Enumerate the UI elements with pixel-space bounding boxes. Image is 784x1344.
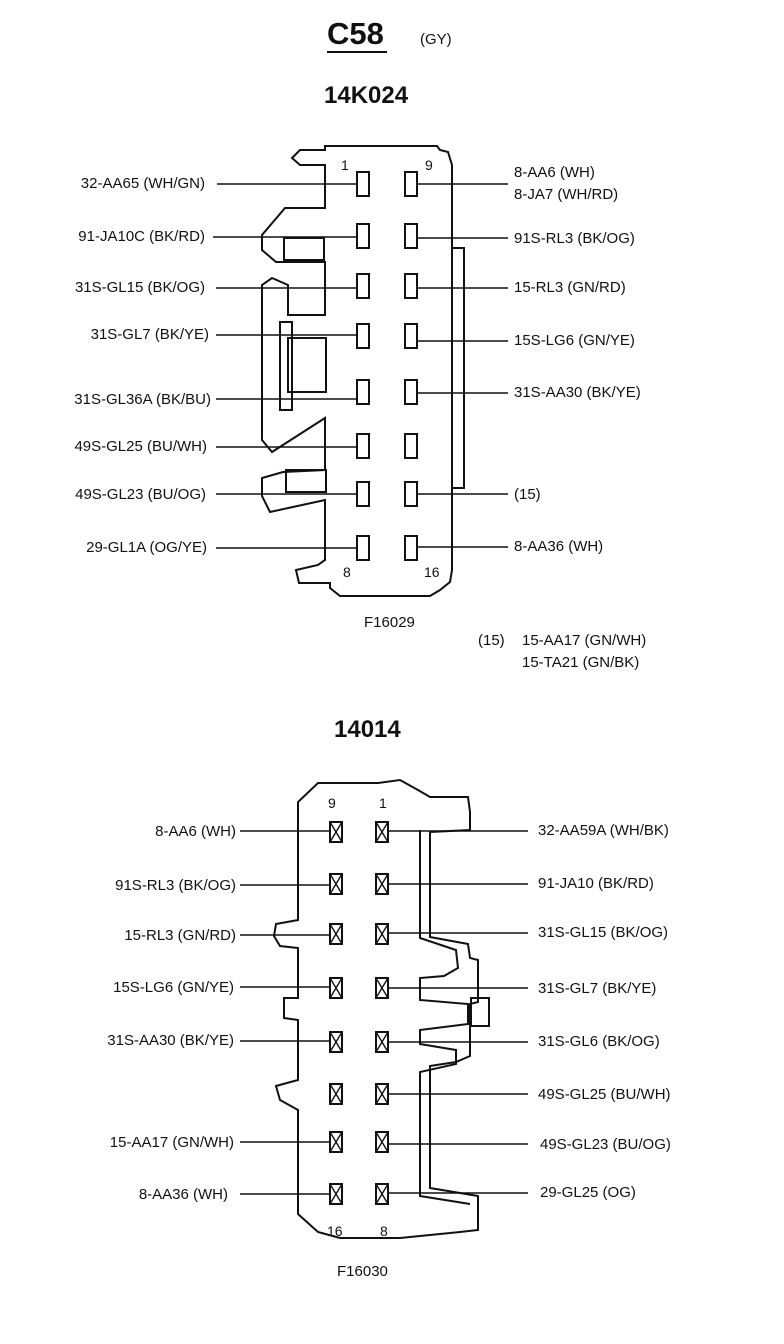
- bottom-left-label: 8-AA36 (WH): [138, 1186, 228, 1203]
- connector-id: C58: [327, 16, 384, 51]
- top-right-label: 8-AA6 (WH): [514, 164, 595, 181]
- top-connector-housing: [261, 145, 453, 597]
- top-left-label: 91-JA10C (BK/RD): [78, 228, 205, 245]
- top-pin-number-16: 16: [424, 564, 440, 580]
- bottom-right-label: 91-JA10 (BK/RD): [538, 875, 654, 892]
- top-right-label: 31S-AA30 (BK/YE): [514, 384, 641, 401]
- bottom-pin-number-9: 9: [328, 795, 336, 811]
- top-left-label: 31S-GL7 (BK/YE): [90, 326, 209, 343]
- bpin-r3: [329, 923, 389, 945]
- bpin-r7: [329, 1131, 389, 1153]
- top-latch-bar: [279, 321, 293, 411]
- top-pin-number-8: 8: [343, 564, 351, 580]
- bpin-r6: [329, 1083, 389, 1105]
- top-right-label: 91S-RL3 (BK/OG): [514, 230, 635, 247]
- bottom-left-label: 31S-AA30 (BK/YE): [107, 1032, 234, 1049]
- top-part-number: 14K024: [324, 82, 409, 109]
- top-left-leaders: [213, 183, 357, 549]
- top-pin-number-9: 9: [425, 157, 433, 173]
- bottom-pin-number-8: 8: [380, 1223, 388, 1239]
- bottom-right-label: 31S-GL6 (BK/OG): [538, 1033, 660, 1050]
- top-left-label: 29-GL1A (OG/YE): [86, 539, 207, 556]
- footnote-line: 15-TA21 (GN/BK): [522, 654, 640, 671]
- top-right-label: 8-AA36 (WH): [514, 538, 604, 555]
- bottom-left-label: 91S-RL3 (BK/OG): [115, 877, 236, 894]
- top-side-rail: [451, 247, 465, 489]
- top-right-label: 15-RL3 (GN/RD): [514, 279, 626, 296]
- bottom-pins: [329, 821, 389, 1205]
- bottom-inner-channel: [419, 830, 471, 1205]
- bpin-r5: [329, 1031, 389, 1053]
- top-right-leaders: [417, 183, 508, 548]
- top-left-label: 49S-GL25 (BU/WH): [74, 438, 207, 455]
- top-figure-id: F16029: [364, 614, 415, 631]
- bottom-left-label: 15S-LG6 (GN/YE): [113, 979, 234, 996]
- bpin-r8: [329, 1183, 389, 1205]
- bottom-left-label: 15-AA17 (GN/WH): [109, 1134, 234, 1151]
- bottom-figure-id: F16030: [337, 1263, 388, 1280]
- top-right-label: (15): [514, 486, 541, 503]
- bottom-pin-number-1: 1: [379, 795, 387, 811]
- bottom-connector-housing: [272, 778, 479, 1239]
- footnote-ref: (15): [478, 632, 505, 649]
- bottom-right-label: 49S-GL25 (BU/WH): [538, 1086, 671, 1103]
- top-inner-tab-2: [285, 469, 327, 493]
- top-left-label: 31S-GL36A (BK/BU): [74, 391, 211, 408]
- bottom-right-label: 49S-GL23 (BU/OG): [540, 1136, 671, 1153]
- bottom-right-label: 32-AA59A (WH/BK): [538, 822, 669, 839]
- top-right-label: 15S-LG6 (GN/YE): [514, 332, 635, 349]
- bottom-right-leaders: [388, 830, 528, 1194]
- top-inner-tab: [283, 237, 325, 261]
- top-left-label: 32-AA65 (WH/GN): [80, 175, 205, 192]
- top-pins: [356, 171, 418, 561]
- bottom-left-leaders: [240, 830, 330, 1195]
- top-left-label: 49S-GL23 (BU/OG): [75, 486, 206, 503]
- color-code: (GY): [420, 31, 452, 48]
- bottom-right-label: 31S-GL15 (BK/OG): [538, 924, 669, 941]
- bottom-part-number: 14014: [334, 716, 401, 743]
- footnote-line: 15-AA17 (GN/WH): [522, 632, 647, 649]
- bpin-r2: [329, 873, 389, 895]
- bottom-left-label: 8-AA6 (WH): [155, 823, 236, 840]
- bottom-left-label: 15-RL3 (GN/RD): [124, 927, 236, 944]
- bpin-r1: [329, 821, 389, 843]
- bottom-right-label: 29-GL25 (OG): [540, 1184, 636, 1201]
- bottom-pin-number-16: 16: [327, 1223, 343, 1239]
- bpin-r4: [329, 977, 389, 999]
- top-left-label: 31S-GL15 (BK/OG): [74, 279, 205, 296]
- bottom-side-latch: [470, 997, 490, 1027]
- top-pin-number-1: 1: [341, 157, 349, 173]
- top-latch-window: [287, 337, 327, 393]
- top-right-label: 8-JA7 (WH/RD): [514, 186, 619, 203]
- bottom-right-label: 31S-GL7 (BK/YE): [538, 980, 657, 997]
- connector-id-underline: [327, 51, 387, 53]
